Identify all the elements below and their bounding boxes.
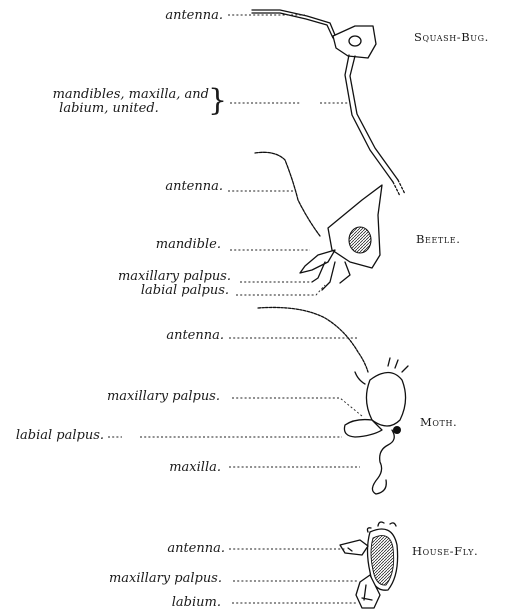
beetle-labial-palpus-leader (236, 285, 325, 295)
beetle-drawing (255, 152, 382, 290)
moth-drawing (258, 307, 408, 494)
moth-maxillary-palpus-leader (232, 398, 362, 416)
house-fly-drawing (340, 522, 398, 608)
